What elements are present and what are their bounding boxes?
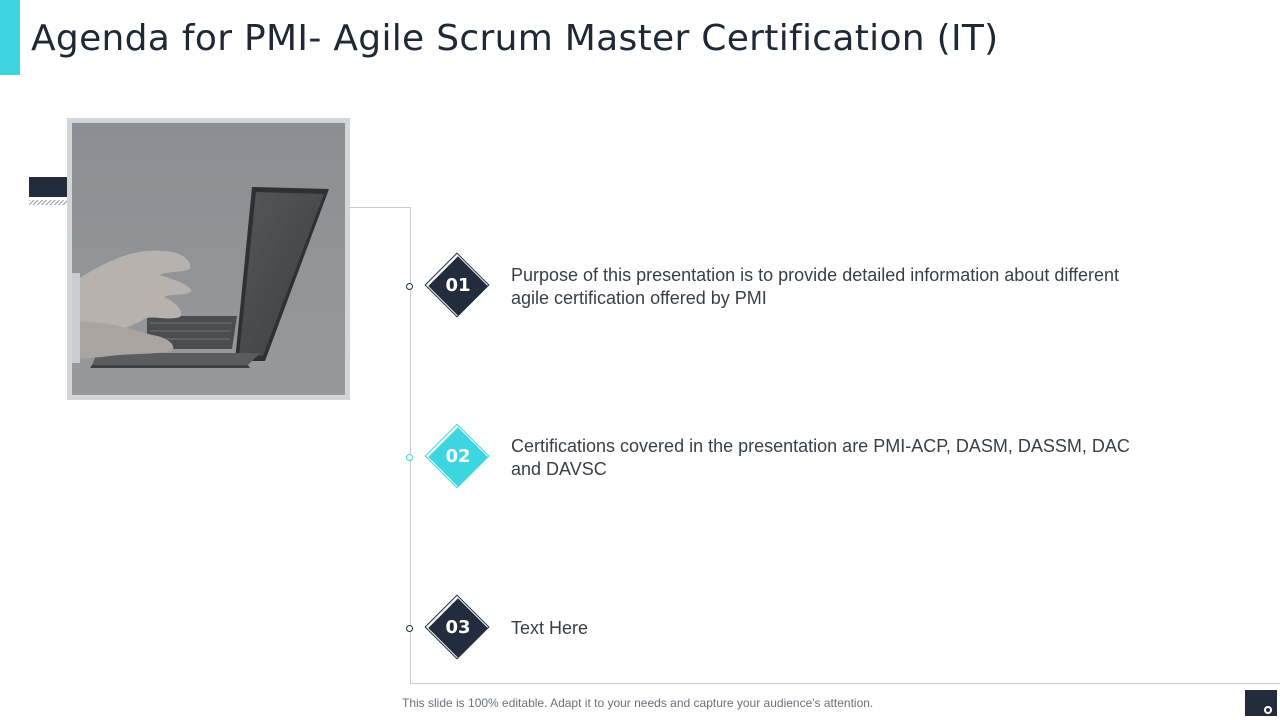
agenda-badge-3: 03 <box>424 594 492 662</box>
agenda-text-3: Text Here <box>511 618 589 638</box>
agenda-number-1: 01 <box>445 275 471 296</box>
agenda-number-3: 03 <box>445 617 471 638</box>
agenda-text-1: Purpose of this presentation is to provi… <box>511 265 1120 308</box>
connector-line <box>350 207 411 208</box>
agenda-number-2: 02 <box>445 446 471 467</box>
timeline-node-3 <box>406 625 413 632</box>
page-title: Agenda for PMI- Agile Scrum Master Certi… <box>31 18 999 59</box>
photo-frame <box>67 118 350 400</box>
agenda-text-2: Certifications covered in the presentati… <box>511 436 1130 479</box>
timeline-node-1 <box>406 283 413 290</box>
corner-logo-box <box>1245 690 1277 716</box>
timeline-vertical-line <box>410 207 411 684</box>
decorative-hatch-strip <box>29 200 69 205</box>
timeline-node-2 <box>406 454 413 461</box>
agenda-badge-1: 01 <box>424 252 492 320</box>
agenda-badge-2: 02 <box>424 423 492 491</box>
timeline-bottom-line <box>410 683 1280 684</box>
footer-note: This slide is 100% editable. Adapt it to… <box>402 696 874 710</box>
laptop-typing-photo <box>72 123 345 395</box>
title-accent-bar <box>0 0 20 75</box>
corner-logo-icon <box>1264 706 1272 714</box>
decorative-dark-tab <box>29 177 69 197</box>
